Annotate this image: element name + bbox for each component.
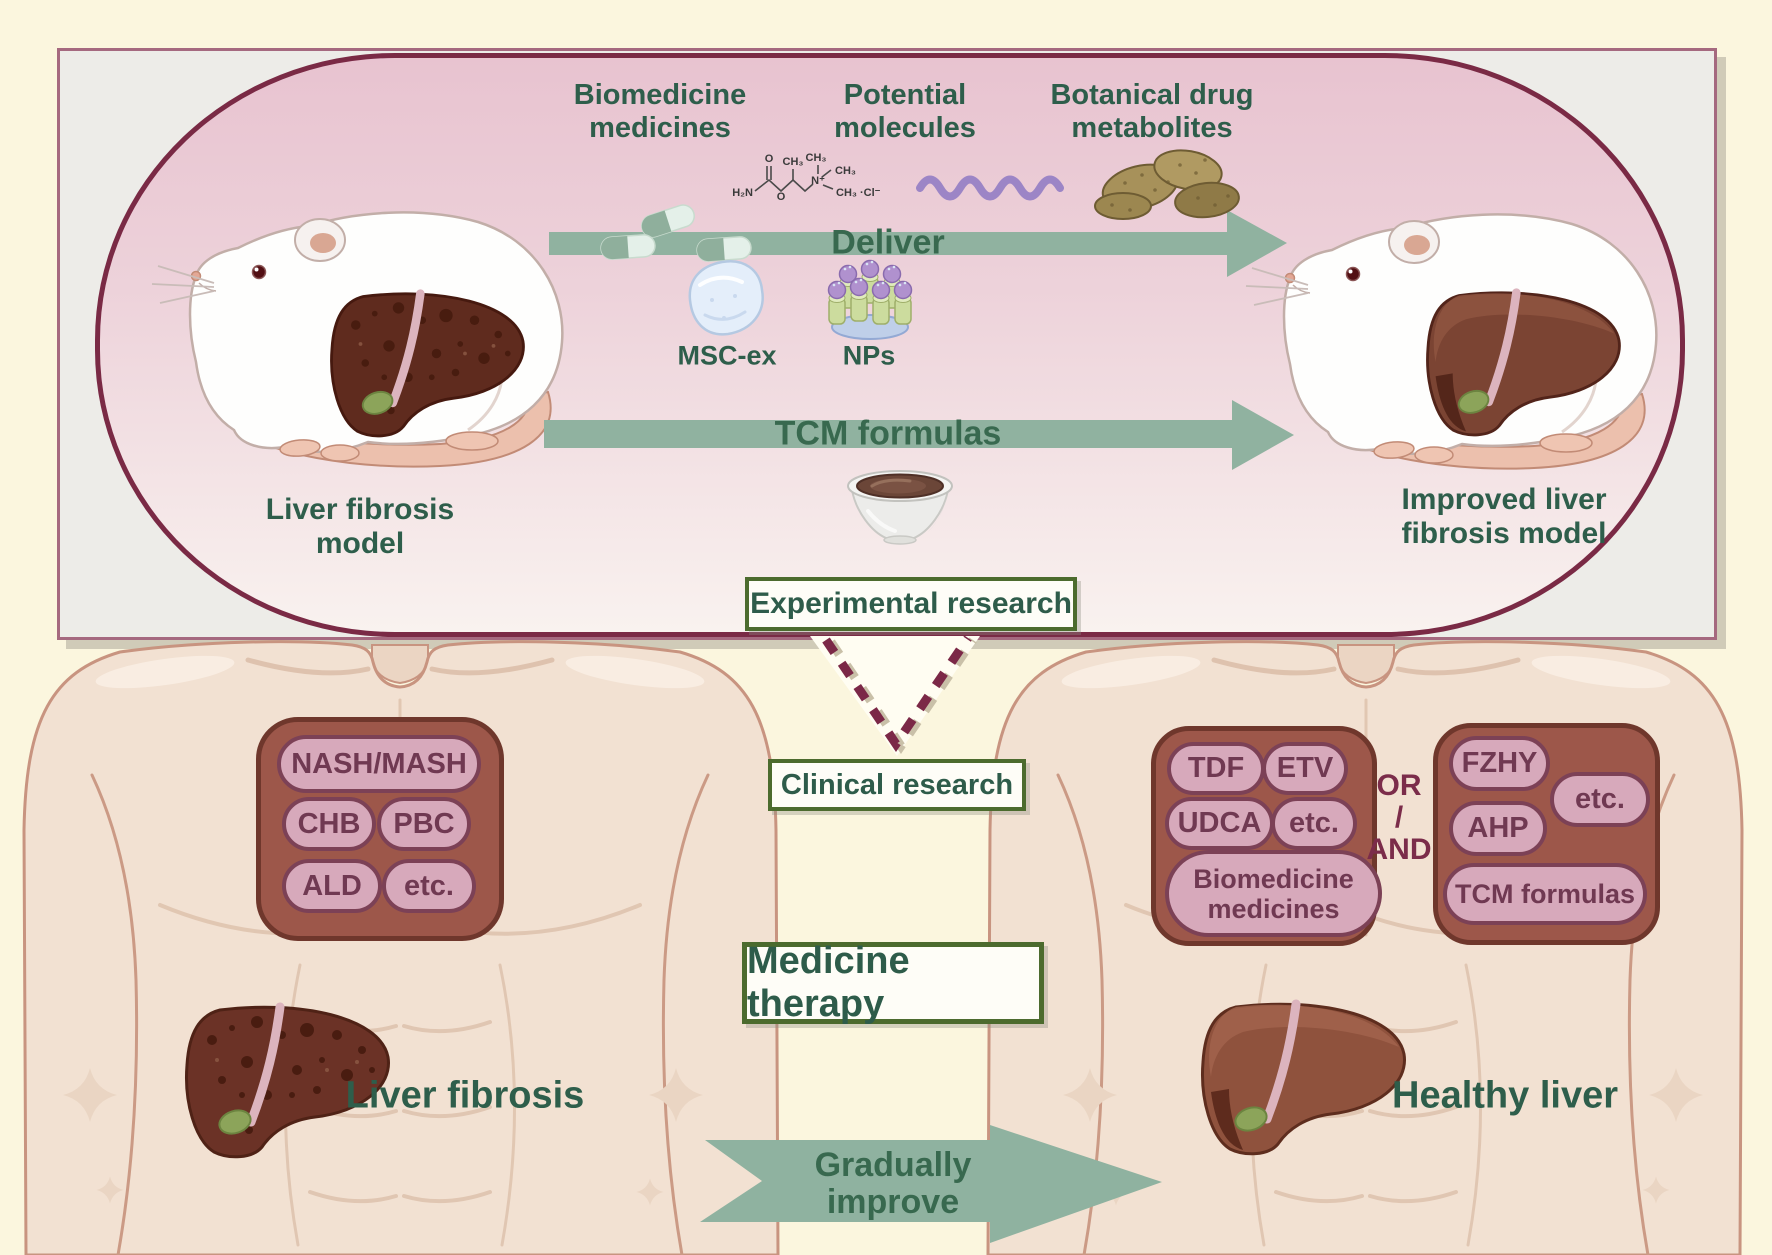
- badge-ald: ALD: [282, 859, 382, 913]
- dashed-v-arrow-icon: [822, 635, 977, 755]
- badge-ahp: AHP: [1449, 801, 1547, 856]
- or-and-connector: OR/AND: [1366, 769, 1432, 866]
- badge-etv: ETV: [1262, 742, 1348, 795]
- nps-label: NPs: [842, 340, 896, 371]
- badge-chb: CHB: [282, 797, 376, 851]
- badge-etc-left: etc.: [382, 859, 476, 913]
- badge-udca: UDCA: [1165, 797, 1274, 850]
- badge-pbc: PBC: [377, 797, 471, 851]
- badge-biomedicine-medicines: Biomedicine medicines: [1165, 850, 1382, 937]
- badge-nash-mash: NASH/MASH: [277, 735, 481, 793]
- clinical-research-box: Clinical research: [768, 759, 1026, 811]
- badge-etc-tcm: etc.: [1550, 772, 1650, 827]
- badge-tcm-formulas: TCM formulas: [1443, 863, 1647, 925]
- badge-fzhy: FZHY: [1449, 736, 1550, 791]
- tcm-arrow-label: TCM formulas: [774, 414, 1002, 453]
- healthy-liver-label: Healthy liver: [1392, 1074, 1618, 1117]
- deliver-arrow-label: Deliver: [831, 223, 945, 262]
- experimental-research-box: Experimental research: [745, 577, 1077, 631]
- badge-tdf: TDF: [1167, 742, 1265, 795]
- healthy-liver-icon: [1201, 1004, 1407, 1156]
- v-glow: [810, 636, 980, 756]
- badge-etc-bio: etc.: [1271, 797, 1357, 850]
- msc-ex-label: MSC-ex: [677, 340, 777, 371]
- liver-fibrosis-label: Liver fibrosis: [345, 1074, 585, 1117]
- medicine-therapy-box: Medicine therapy: [742, 940, 1044, 1025]
